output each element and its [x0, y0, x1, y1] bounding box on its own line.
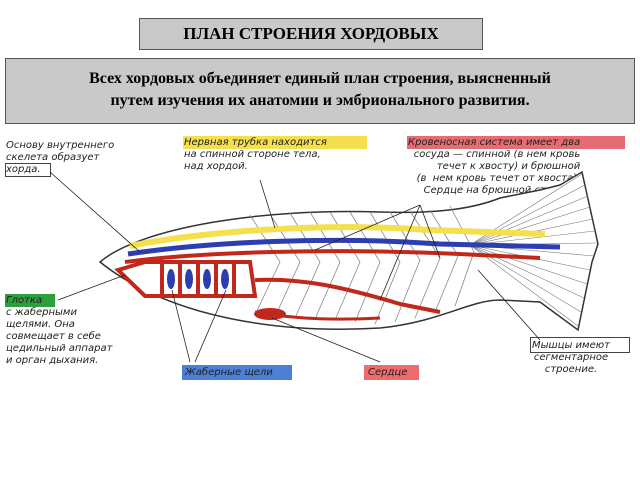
gill-slits-label-box [182, 365, 292, 380]
intro-text: Всех хордовых объединяет единый план стр… [5, 58, 635, 124]
muscles-label: Мышцы имеют сегментарное строение. [532, 340, 610, 375]
pharynx-label: Глотка с жаберными щелями. Она совмещает… [6, 295, 113, 366]
neural-tube-label: Нервная трубка находится на спинной стор… [184, 137, 327, 172]
pointer-lines [49, 171, 541, 363]
circulatory-label-box [407, 136, 625, 149]
notochord [127, 237, 561, 257]
pharynx-label-box [5, 294, 55, 307]
notochord-label: Основу внутреннего скелета образует хорд… [6, 140, 115, 175]
heart-vessel [254, 310, 381, 321]
ventral-vessel [254, 277, 441, 314]
gill-arches [160, 262, 236, 296]
circulatory-label: Кровеносная система имеет два сосуда — с… [408, 137, 581, 196]
page-title: ПЛАН СТРОЕНИЯ ХОРДОВЫХ [139, 18, 483, 50]
muscles-label-box [530, 337, 630, 353]
gill-slits-label: Жаберные щели [185, 367, 273, 378]
heart-label: Сердце [368, 367, 408, 378]
gill-slits [167, 269, 229, 289]
neural-tube [129, 224, 546, 249]
neural-tube-label-box [183, 136, 367, 149]
notochord-label-box [5, 163, 51, 177]
intro-line-1: Всех хордовых объединяет единый план стр… [89, 70, 551, 87]
intro-line-2: путем изучения их анатомии и эмбриональн… [110, 92, 530, 109]
dorsal-vessel [124, 249, 541, 264]
heart-label-box [364, 365, 419, 380]
